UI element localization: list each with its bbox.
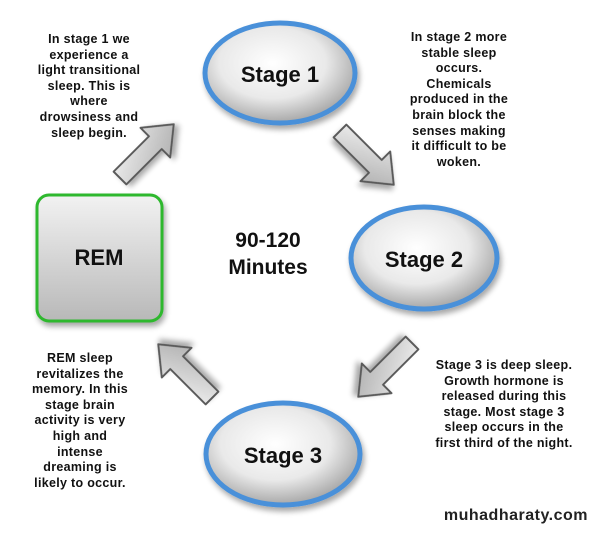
stage-1-desc-line: In stage 1 we	[48, 32, 130, 46]
stage-3-desc-line: first third of the night.	[435, 435, 573, 450]
rem-node	[35, 193, 164, 323]
stage-2-desc-line: Chemicals	[426, 76, 492, 91]
stage-2-desc-line: senses making	[412, 123, 506, 138]
arrow-stage3-to-rem	[157, 343, 220, 406]
rem-desc-line: REM sleep	[47, 351, 113, 365]
stage-1-desc-line: experience a	[49, 47, 129, 62]
stage-2-desc-line: produced in the	[409, 92, 509, 107]
stage-2-desc-line: In stage 2 more	[410, 30, 508, 44]
stage-1-desc-line: light transitional	[37, 63, 141, 78]
rem-desc-line: revitalizes the	[36, 366, 124, 381]
cycle-duration-label: 90-120 Minutes	[198, 227, 338, 281]
arrow-rem-to-stage1	[112, 123, 175, 186]
rem-desc-line: likely to occur.	[34, 475, 126, 490]
stage-2-desc-line: brain block the	[412, 107, 506, 122]
stage-1-description: In stage 1 we experience a light transit…	[14, 32, 164, 141]
stage-2-desc-line: occurs.	[435, 61, 483, 76]
arrow-stage1-to-stage2	[332, 123, 395, 186]
stage-3-desc-line: Growth hormone is	[444, 373, 564, 388]
stage-1-label: Stage 1	[241, 62, 319, 87]
rem-desc-line: memory. In this	[32, 382, 128, 397]
rem-label: REM	[75, 245, 124, 270]
stage-2-label: Stage 2	[385, 247, 463, 272]
stage-2-node	[348, 204, 500, 312]
stage-3-node	[203, 400, 363, 508]
stage-1-desc-line: drowsiness and	[39, 109, 139, 124]
stage-3-desc-line: released during this	[441, 389, 567, 404]
stage-3-label: Stage 3	[244, 443, 322, 468]
stage-3-desc-line: stage. Most stage 3	[443, 404, 565, 419]
rem-desc-line: stage brain	[45, 397, 115, 412]
stage-2-desc-line: stable sleep	[421, 45, 497, 60]
rem-desc-line: intense	[57, 444, 103, 459]
rem-desc-line: activity is very	[34, 413, 126, 428]
stage-1-desc-line: sleep. This is	[47, 78, 131, 93]
stage-3-description: Stage 3 is deep sleep. Growth hormone is…	[420, 358, 588, 452]
site-watermark: muhadharaty.com	[443, 507, 588, 524]
stage-2-desc-line: it difficult to be	[411, 139, 507, 154]
rem-desc-line: high and	[52, 428, 108, 443]
stage-1-desc-line: sleep begin.	[51, 125, 127, 140]
stage-1-desc-line: where	[70, 94, 108, 109]
rem-desc-line: dreaming is	[43, 460, 117, 475]
stage-1-node	[202, 20, 358, 126]
stage-3-desc-line: Stage 3 is deep sleep.	[435, 358, 573, 372]
stage-2-description: In stage 2 more stable sleep occurs. Che…	[384, 30, 534, 170]
arrow-stage2-to-stage3	[357, 335, 420, 398]
rem-description: REM sleep revitalizes the memory. In thi…	[10, 351, 150, 491]
stage-3-desc-line: sleep occurs in the	[444, 420, 564, 435]
stage-2-desc-line: woken.	[436, 154, 482, 169]
cycle-duration-value: 90-120	[235, 229, 301, 252]
cycle-duration-unit: Minutes	[228, 256, 308, 279]
